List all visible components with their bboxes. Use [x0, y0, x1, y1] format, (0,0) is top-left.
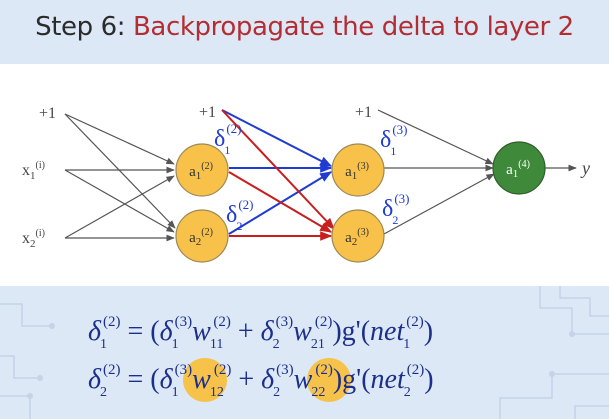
neuron-output-label: a1(4): [506, 159, 530, 180]
bias-label-input: +1: [39, 105, 56, 122]
circuit-node: [549, 371, 555, 377]
bias-label-layer3: +1: [355, 104, 372, 121]
slide-title: Step 6: Backpropagate the delta to layer…: [0, 12, 609, 42]
output-y-label: y: [580, 158, 590, 178]
delta-label-1-layer2: δ1(2): [214, 121, 241, 157]
neuron-a1-layer2-label: a1(2): [189, 161, 213, 182]
title-bar: Step 6: Backpropagate the delta to layer…: [0, 0, 609, 64]
delta-label-2-layer2: δ2(2): [226, 197, 253, 233]
input-x1-label: x1(i): [22, 160, 45, 182]
network-svg: +1 +1 +1 x1(i) x2(i) a1(2) a2(2) a1(3): [22, 104, 590, 263]
neuron-output-circle: [492, 141, 546, 195]
edge-bias1-a12: [64, 113, 175, 165]
title-text: Backpropagate the delta to layer 2: [133, 12, 574, 42]
circuit-line: [539, 286, 609, 335]
circuit-node: [49, 323, 55, 329]
delta-label-1-layer3: δ1(3): [380, 122, 407, 158]
highlight-delta1-layer3: [183, 358, 227, 402]
equation-svg: δ1(2) = (δ1(3)w11(2) + δ2(3)w21(2))g'(ne…: [0, 286, 609, 419]
output-edges: [377, 109, 577, 235]
edge-a23-a14: [383, 173, 495, 235]
circuit-node: [27, 393, 33, 399]
neuron-a2-layer3-label: a2(3): [345, 227, 369, 248]
edge-x1-a22: [64, 169, 175, 233]
edge-bias2-a13: [221, 109, 333, 167]
bias-label-layer2: +1: [199, 104, 216, 121]
input-x2-label: x2(i): [22, 228, 45, 250]
circuit-node: [37, 375, 43, 381]
neuron-a2-layer3-circle: [331, 209, 385, 263]
edge-x2-a12: [64, 175, 175, 239]
circuit-line: [499, 373, 609, 419]
delta-label-2-layer3: δ2(3): [382, 191, 409, 227]
circuit-node: [569, 331, 575, 337]
edge-bias3-a14: [377, 109, 494, 165]
circuit-line: [0, 303, 52, 327]
network-diagram: +1 +1 +1 x1(i) x2(i) a1(2) a2(2) a1(3): [0, 64, 609, 286]
circuit-nodes: [27, 323, 575, 399]
red-edges: [221, 109, 335, 241]
equation-panel: δ1(2) = (δ1(3)w11(2) + δ2(3)w21(2))g'(ne…: [0, 286, 609, 419]
circuit-line: [0, 355, 40, 379]
title-step-prefix: Step 6:: [35, 12, 133, 42]
circuit-line: [0, 395, 31, 419]
equation-2: δ2(2) = (δ1(3)w12(2) + δ2(3)w22(2))g'(ne…: [88, 362, 434, 400]
neuron-a1-layer3: a1(3): [331, 143, 385, 197]
circuit-decoration: [0, 286, 609, 419]
neuron-output: a1(4): [492, 141, 546, 195]
neuron-a2-layer3: a2(3): [331, 209, 385, 263]
neuron-a2-layer2-circle: [175, 209, 229, 263]
edge-a12-a23: [228, 171, 333, 233]
edge-bias2-a23: [221, 109, 335, 230]
circuit-line: [574, 405, 609, 419]
neuron-a1-layer2-circle: [175, 143, 229, 197]
neuron-a2-layer2: a2(2): [175, 209, 229, 263]
highlight-delta2-layer3: [307, 358, 351, 402]
neuron-a1-layer2: a1(2): [175, 143, 229, 197]
circuit-line: [559, 286, 609, 317]
edge-bias1-a22: [64, 113, 176, 229]
neuron-a1-layer3-label: a1(3): [345, 161, 369, 182]
neuron-a1-layer3-circle: [331, 143, 385, 197]
neuron-a2-layer2-label: a2(2): [189, 227, 213, 248]
input-edges: [64, 113, 176, 242]
equation-1: δ1(2) = (δ1(3)w11(2) + δ2(3)w21(2))g'(ne…: [88, 314, 433, 352]
